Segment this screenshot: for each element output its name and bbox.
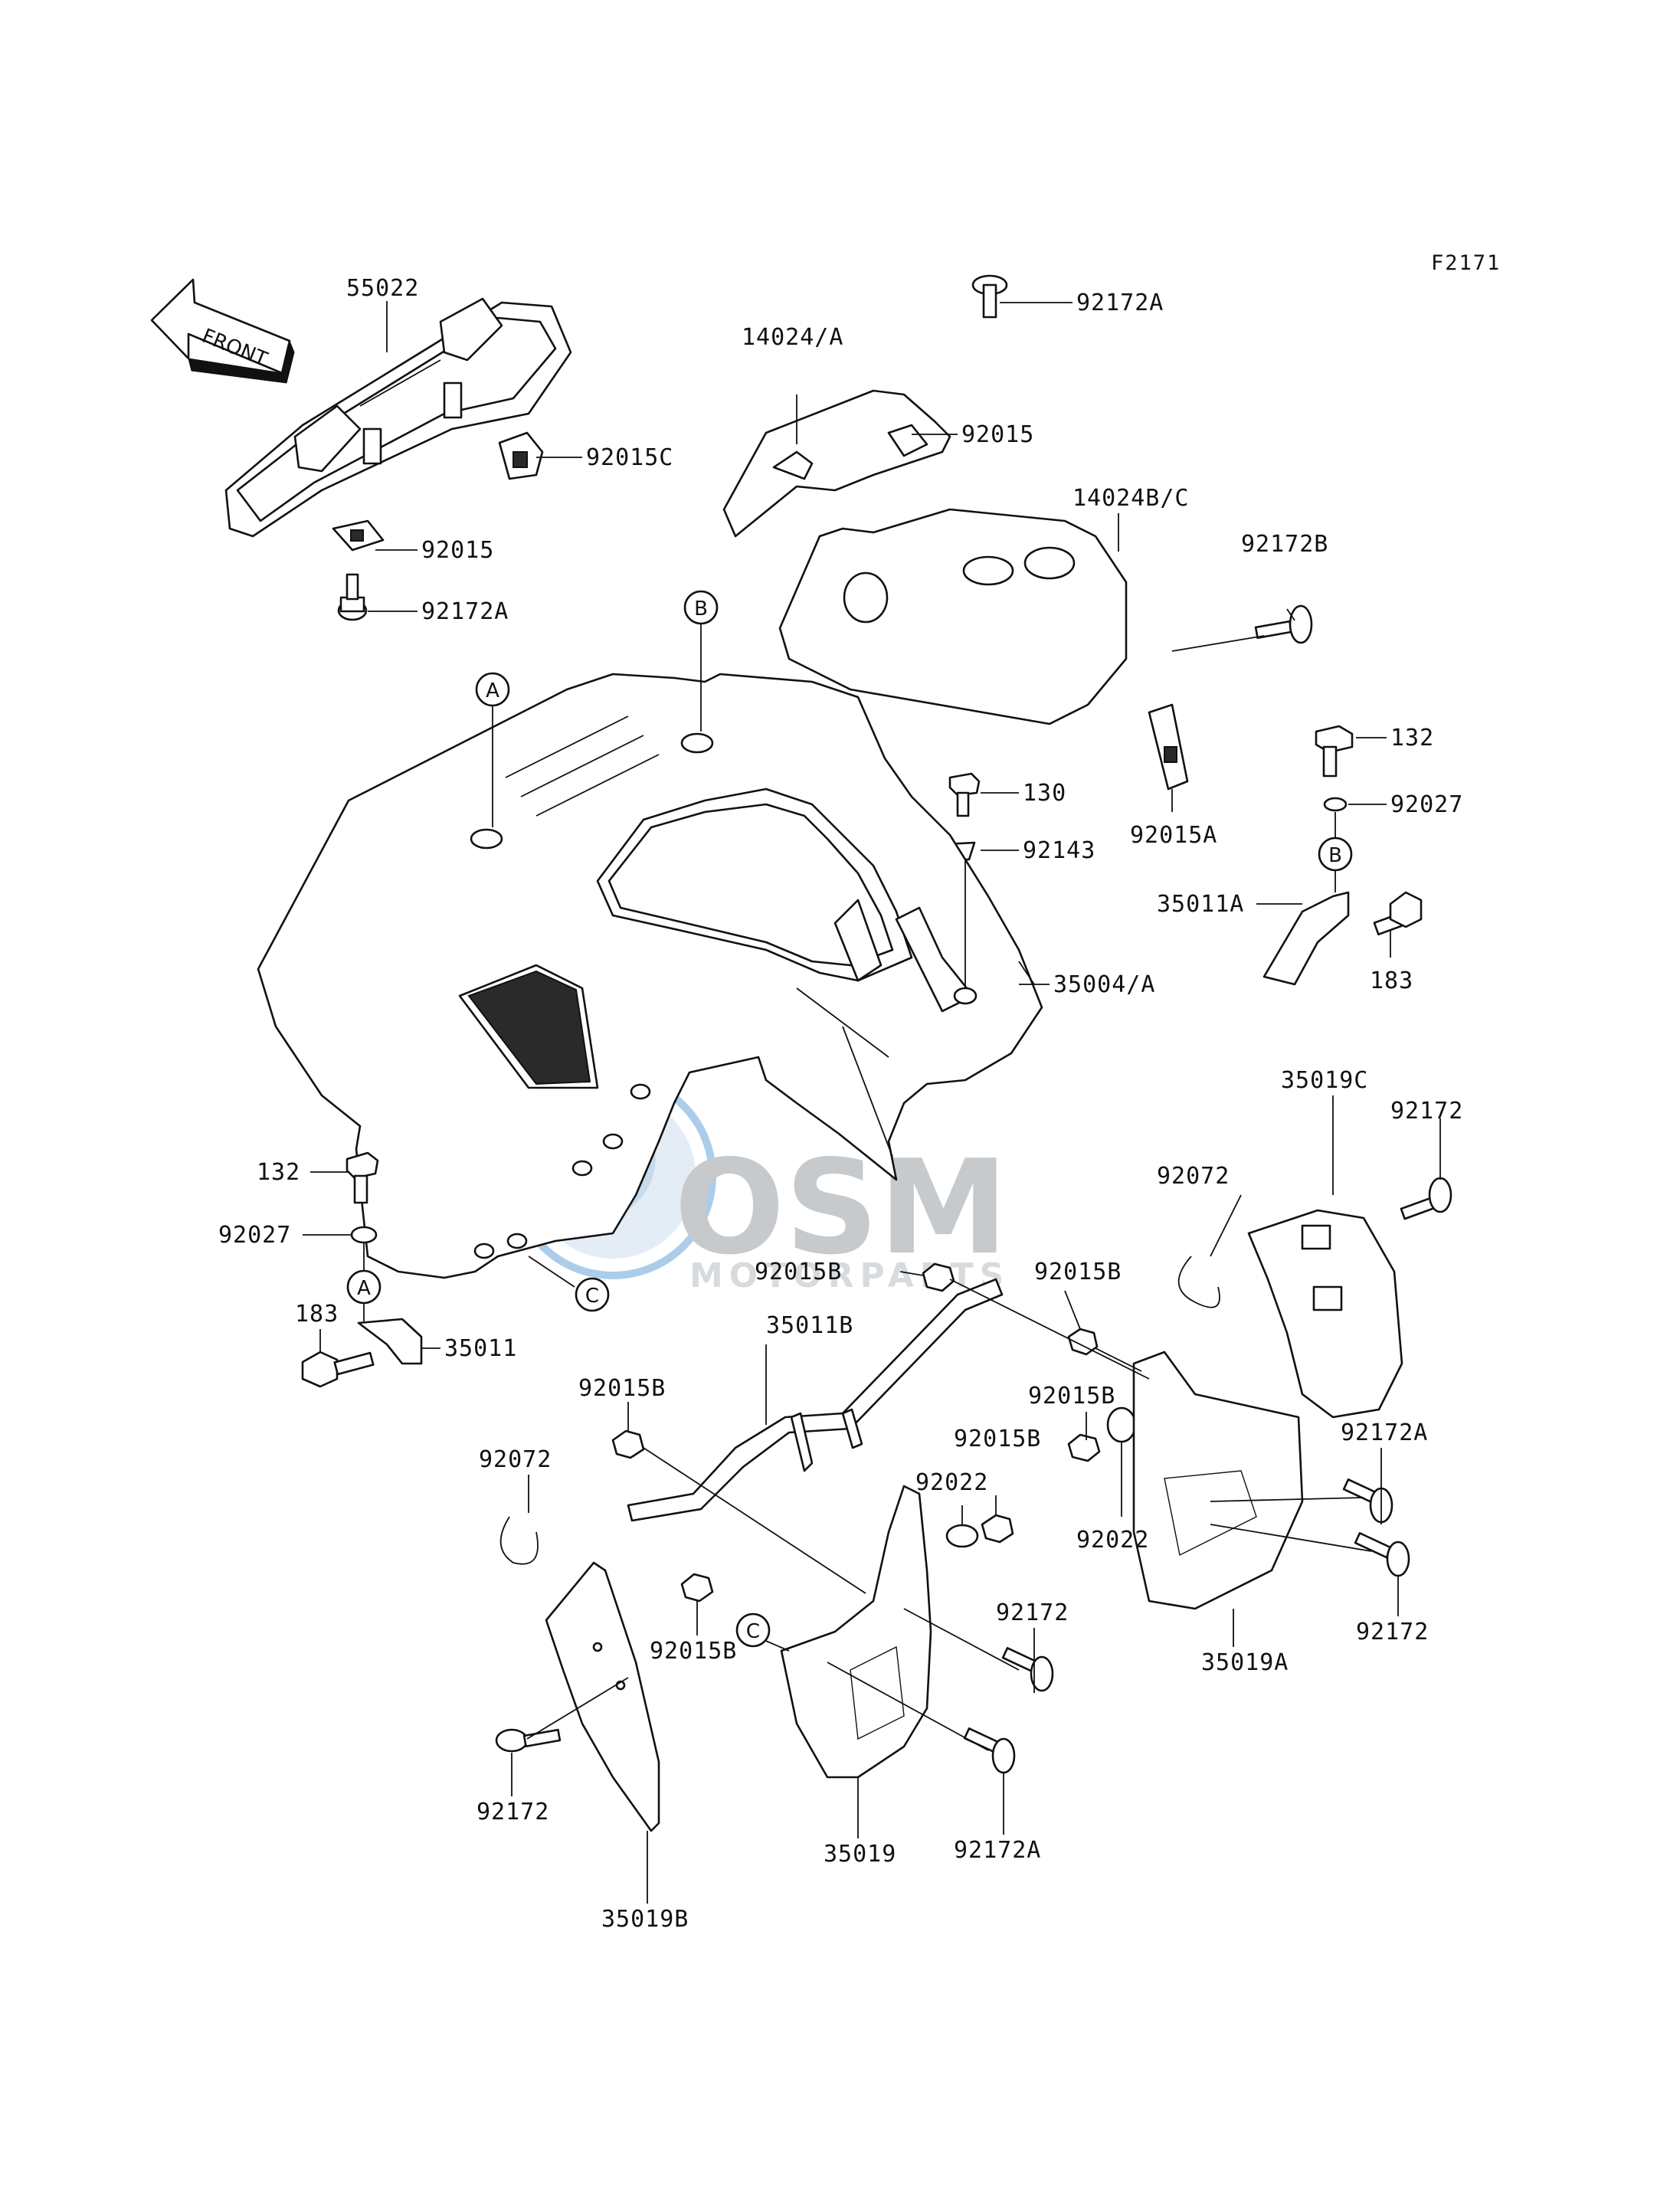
part-35011-bracket: [357, 1318, 423, 1365]
label-92172A-r: 92172A: [1341, 1419, 1428, 1446]
part-92022-washer-b: [945, 1524, 979, 1548]
part-92172A-left-bolt: [337, 573, 368, 621]
part-92172-bl-bolt: [495, 1728, 562, 1753]
label-92027-left: 92027: [218, 1222, 291, 1249]
label-132-left: 132: [257, 1159, 300, 1186]
label-35019B: 35019B: [601, 1906, 689, 1933]
part-35004A-fender: [257, 673, 1043, 1279]
label-92015C: 92015C: [586, 444, 673, 471]
leader-lines: [303, 301, 1441, 1904]
part-92072-right-band: [1177, 1256, 1220, 1308]
svg-text:A: A: [357, 1277, 371, 1300]
label-130: 130: [1023, 780, 1066, 807]
part-130-bolt: [948, 772, 981, 817]
part-55022-housing: [224, 297, 572, 538]
label-92172-rt: 92172: [1390, 1098, 1463, 1125]
watermark-brand: OSM: [674, 1132, 1008, 1284]
label-92015-left: 92015: [421, 537, 494, 564]
label-14024BC: 14024B/C: [1073, 485, 1190, 512]
part-92172-r2-bolt: [1354, 1532, 1410, 1577]
part-92027-right-washer: [1323, 797, 1348, 812]
ref-circle-c-flap: C: [735, 1613, 771, 1648]
label-92022-b: 92022: [1076, 1527, 1149, 1554]
label-92172A-left: 92172A: [421, 598, 509, 625]
svg-text:A: A: [486, 679, 499, 702]
label-92172-r2: 92172: [1356, 1619, 1429, 1645]
label-92172A-top: 92172A: [1076, 290, 1164, 316]
part-92015B-r3-nut: [981, 1514, 1014, 1544]
ref-circle-a-left: A: [346, 1269, 382, 1305]
label-92027-right: 92027: [1390, 791, 1463, 818]
part-92015B-r2-nut: [1067, 1433, 1101, 1462]
label-92022-a: 92022: [915, 1469, 988, 1496]
label-35011B: 35011B: [766, 1312, 853, 1339]
ref-circle-c-fender: C: [575, 1277, 610, 1312]
part-92172-rt-bolt: [1400, 1177, 1452, 1220]
part-35019A-flap: [1132, 1351, 1304, 1610]
label-92072-left: 92072: [479, 1446, 552, 1473]
part-14024A-cover: [722, 389, 951, 538]
label-183-left: 183: [295, 1301, 339, 1328]
label-92172A-bot: 92172A: [954, 1837, 1041, 1864]
ref-circle-b-top: B: [683, 590, 719, 732]
label-92015B-left: 92015B: [578, 1375, 666, 1402]
label-92015B-r2: 92015B: [1028, 1383, 1115, 1410]
part-92015B-left-nut: [611, 1429, 645, 1459]
part-183-right-bolt: [1373, 891, 1423, 936]
part-132-left-bolt: [345, 1151, 379, 1204]
part-92172A-top-bolt: [971, 274, 1008, 319]
part-92015A-clip: [1148, 703, 1189, 791]
label-35004A: 35004/A: [1053, 971, 1155, 998]
label-92015B-r3: 92015B: [954, 1426, 1041, 1452]
svg-text:C: C: [585, 1285, 599, 1308]
label-92015-top: 92015: [961, 421, 1034, 448]
label-35011: 35011: [444, 1335, 517, 1362]
ref-circle-a-top: A: [475, 672, 510, 827]
part-92022-washer-a: [1106, 1406, 1137, 1443]
part-92015B-bot-nut: [680, 1573, 714, 1603]
label-183-right: 183: [1370, 968, 1413, 994]
label-55022: 55022: [346, 275, 419, 302]
part-35019B-flap: [545, 1561, 660, 1832]
part-35019-flap: [780, 1485, 932, 1779]
part-92172A-r-bolt: [1342, 1478, 1393, 1524]
label-35011A: 35011A: [1157, 891, 1244, 918]
part-92072-left-band: [499, 1516, 539, 1565]
label-92172-bl: 92172: [476, 1799, 549, 1825]
label-92172B: 92172B: [1241, 531, 1328, 558]
part-92172-c-bolt: [1001, 1647, 1054, 1692]
part-92027-left-washer: [350, 1226, 378, 1244]
label-92015B-rt: 92015B: [1034, 1259, 1122, 1285]
part-35011A-bracket: [1262, 891, 1350, 986]
part-92015C-clip: [498, 431, 544, 480]
label-92172-c: 92172: [996, 1599, 1069, 1626]
part-92015-left-clip: [332, 519, 385, 552]
svg-text:C: C: [746, 1620, 760, 1643]
part-92015-top-clip: [887, 424, 928, 457]
label-132-right: 132: [1390, 725, 1434, 751]
part-132-right-bolt: [1315, 725, 1354, 778]
svg-text:B: B: [694, 598, 708, 620]
part-92172B-bolt: [1254, 604, 1313, 644]
label-35019A: 35019A: [1201, 1649, 1289, 1676]
label-35019: 35019: [824, 1841, 896, 1868]
label-92015B-mid: 92015B: [755, 1259, 842, 1285]
label-92015B-bot: 92015B: [650, 1638, 737, 1665]
label-14024A: 14024/A: [742, 324, 843, 351]
part-14024BC-cover: [778, 508, 1128, 725]
svg-text:B: B: [1328, 844, 1342, 867]
front-arrow-icon: FRONT: [150, 278, 295, 384]
figure-code: F2171: [1431, 251, 1501, 275]
watermark-tagline: MOTORPARTS: [689, 1256, 1010, 1295]
ref-circle-b-right: B: [1318, 837, 1353, 872]
label-92015A: 92015A: [1130, 822, 1217, 849]
label-92143: 92143: [1023, 837, 1095, 864]
part-35019C-flap: [1247, 1209, 1403, 1419]
part-183-left-bolt: [301, 1351, 375, 1388]
label-35019C: 35019C: [1281, 1067, 1368, 1094]
label-92072-right: 92072: [1157, 1163, 1230, 1190]
part-92172A-bot-bolt: [963, 1727, 1016, 1774]
